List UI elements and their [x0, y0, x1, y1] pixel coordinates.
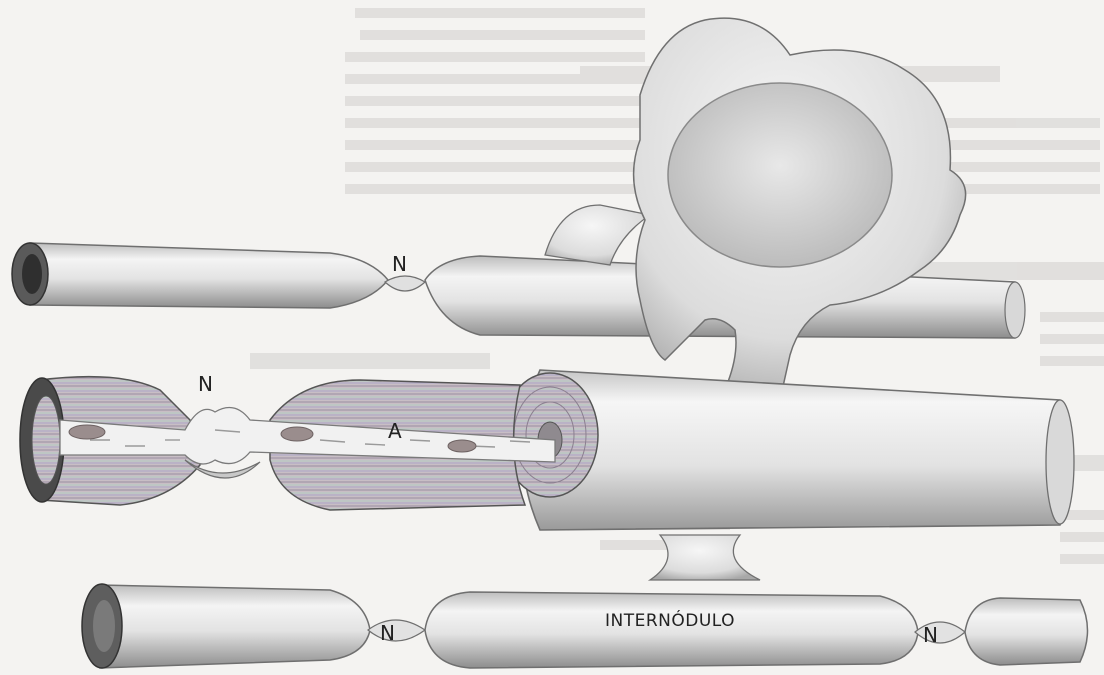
label-node-middle: N: [198, 372, 213, 396]
middle-fiber: [20, 370, 1074, 530]
label-node-bottom-left: N: [380, 621, 395, 645]
label-node-top: N: [392, 252, 407, 276]
process-to-bottom-fiber: [650, 535, 760, 580]
cell-nucleus: [668, 83, 892, 267]
label-node-bottom-right: N: [923, 623, 938, 647]
label-internode: INTERNÓDULO: [605, 609, 735, 631]
label-axon: A: [388, 419, 402, 443]
